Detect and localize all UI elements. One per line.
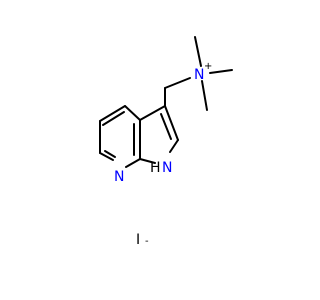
atom-n-pyrrole: N [162, 160, 172, 176]
bond-c6-n7 [99, 152, 114, 161]
charge-plus: + [204, 61, 212, 72]
bond-c3a-c3 [139, 105, 166, 121]
bond-c3a-c4 [124, 105, 141, 121]
bond-c4-c5 [99, 105, 126, 122]
bond-n1-c7a [139, 158, 156, 164]
bond-n7-c7a [125, 158, 141, 168]
bond-c3-c2 [164, 105, 179, 141]
bond-c2-n1 [169, 139, 179, 153]
atom-iodide: I [136, 232, 140, 248]
atom-n-quaternary: N [194, 67, 204, 83]
atom-h-pyrrole: H [150, 160, 161, 176]
bond-c6-n7-inner [104, 150, 116, 158]
bond-n-me-top [194, 36, 202, 67]
bond-c3-c2-inner [160, 113, 172, 140]
structure-canvas: N + N H N I - [99, 36, 233, 248]
bond-n-me-bottom [201, 80, 208, 111]
atom-n-pyridine: N [114, 169, 124, 185]
charge-minus: - [145, 236, 149, 247]
bond-c4-c5-inner [102, 111, 125, 126]
bond-ch2-n [164, 77, 191, 89]
bond-n-me-right [209, 69, 233, 74]
